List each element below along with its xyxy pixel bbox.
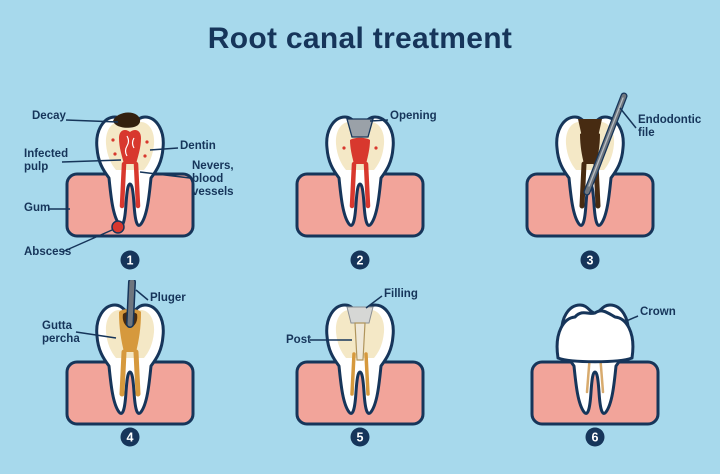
label-post: Post — [286, 334, 311, 346]
filling-material — [346, 306, 374, 324]
label-infected-pulp: Infected pulp — [24, 148, 69, 173]
step-number: 5 — [357, 431, 364, 445]
step-number: 6 — [592, 431, 599, 445]
post-material — [354, 322, 366, 361]
tooth-illustration-6: 6 — [530, 303, 660, 447]
root-canal-right — [133, 161, 141, 209]
label-crown: Crown — [640, 306, 676, 318]
tooth-illustration-1: 1 — [48, 112, 195, 270]
step-badge — [350, 250, 370, 270]
panel-step-3: 3 Endodontic file — [480, 92, 720, 287]
step-badge — [120, 427, 140, 447]
panel-step-4: 4 Pluger Gutta percha — [0, 280, 240, 474]
label-gutta-percha: Gutta percha — [42, 320, 80, 345]
cleaned-canal-area — [580, 131, 600, 164]
panel-step-5: 5 Filling Post — [240, 280, 480, 474]
endodontic-file-instrument — [583, 92, 628, 196]
nerve-vessel-squiggle — [124, 135, 130, 157]
step-number: 4 — [127, 431, 134, 445]
panel-step-6: 6 Crown — [480, 280, 720, 474]
label-abscess: Abscess — [24, 246, 72, 258]
access-opening — [346, 118, 374, 138]
label-decay: Decay — [32, 110, 66, 122]
infected-pulp — [119, 130, 141, 164]
label-pluger: Pluger — [150, 292, 186, 304]
pulp-area — [350, 137, 370, 164]
root-canal-left — [119, 161, 127, 209]
label-endodontic-file: Endodontic file — [638, 114, 702, 139]
step-number: 3 — [587, 254, 594, 268]
step-badge — [580, 250, 600, 270]
diagram-title: Root canal treatment — [207, 22, 513, 55]
label-nerves-blood-vessels: Nevers, blood vessels — [192, 160, 234, 198]
tooth-illustration-3: 3 — [525, 92, 655, 270]
step-number: 1 — [127, 254, 134, 268]
panel-step-2: 2 Opening — [240, 92, 480, 287]
step-badge — [585, 427, 605, 447]
label-gum: Gum — [24, 202, 51, 214]
plugger-instrument — [126, 280, 136, 328]
panel-step-1: 1 Decay Dentin Infected pulp Nevers, blo… — [0, 92, 240, 287]
crown-cap — [555, 309, 635, 364]
tooth-illustration-2: 2 — [295, 115, 425, 270]
label-dentin: Dentin — [180, 140, 216, 152]
decay-spot — [113, 112, 141, 128]
tooth-illustration-5: 5 — [295, 295, 425, 447]
step-badge — [350, 427, 370, 447]
tooth-illustration-4: 4 — [65, 280, 195, 447]
abscess-spot — [111, 220, 125, 234]
step-badge — [120, 250, 140, 270]
step-number: 2 — [357, 254, 364, 268]
label-opening: Opening — [390, 110, 437, 122]
label-filling: Filling — [384, 288, 418, 300]
